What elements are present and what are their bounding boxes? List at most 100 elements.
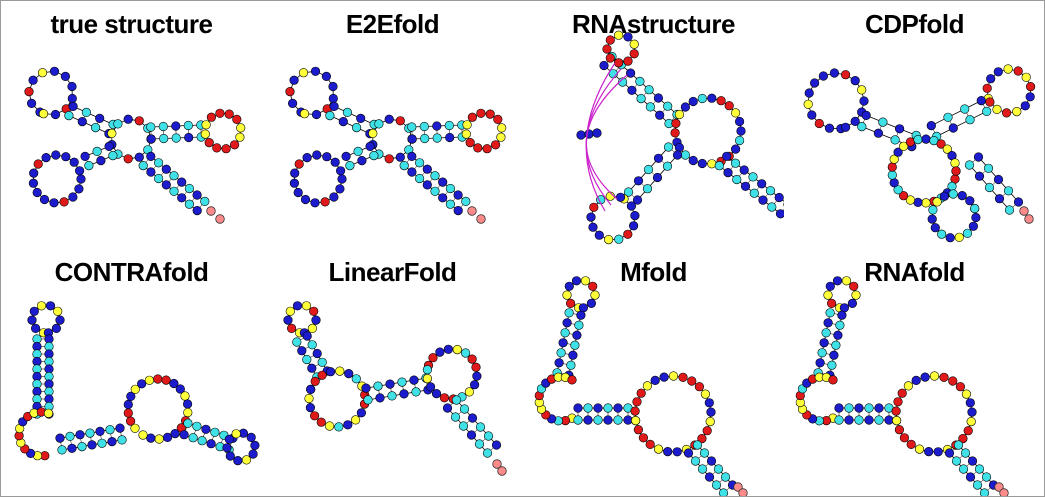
base xyxy=(297,346,307,356)
base xyxy=(59,197,69,207)
base xyxy=(428,353,438,363)
base xyxy=(422,180,432,190)
terminal-base xyxy=(467,206,477,216)
base xyxy=(146,433,156,443)
base xyxy=(289,178,300,188)
base xyxy=(204,138,214,148)
base xyxy=(28,178,39,188)
base xyxy=(475,422,486,432)
rna-diagram xyxy=(285,66,507,224)
base xyxy=(201,424,211,434)
base xyxy=(957,191,967,201)
base xyxy=(735,116,745,127)
base xyxy=(474,439,485,449)
base xyxy=(67,81,77,92)
base xyxy=(564,308,574,318)
base xyxy=(464,387,474,397)
base xyxy=(233,456,243,466)
base xyxy=(818,71,829,81)
base xyxy=(369,151,379,161)
base xyxy=(911,375,921,385)
base xyxy=(924,447,934,457)
base xyxy=(309,411,320,421)
base xyxy=(599,60,609,71)
base xyxy=(292,337,302,347)
base xyxy=(1003,186,1014,196)
base xyxy=(471,362,481,372)
base xyxy=(613,58,624,68)
base xyxy=(335,366,345,376)
base xyxy=(803,99,813,109)
base xyxy=(144,375,154,385)
base xyxy=(920,372,930,382)
base xyxy=(64,110,74,121)
terminal-base xyxy=(994,482,1004,492)
base xyxy=(467,413,478,423)
base xyxy=(491,140,501,150)
base xyxy=(169,186,179,196)
panel-linearfold: LinearFold xyxy=(262,249,523,496)
base xyxy=(350,415,361,425)
base xyxy=(316,417,326,427)
base xyxy=(491,440,502,450)
base xyxy=(948,123,958,133)
base xyxy=(200,129,210,139)
base xyxy=(154,434,164,444)
base xyxy=(482,144,492,154)
base xyxy=(724,101,734,111)
base xyxy=(224,109,234,119)
base xyxy=(944,448,955,458)
base xyxy=(344,368,354,379)
base xyxy=(97,438,107,448)
base xyxy=(430,186,440,196)
base xyxy=(668,371,679,381)
base xyxy=(466,430,477,440)
base xyxy=(80,151,90,161)
base xyxy=(864,403,874,413)
base xyxy=(241,455,252,465)
base xyxy=(159,133,169,144)
base xyxy=(993,174,1004,185)
backbone xyxy=(931,100,982,126)
panel-mfold: Mfold xyxy=(523,249,784,496)
base xyxy=(361,383,371,393)
base xyxy=(395,152,405,162)
panel-title: E2Efold xyxy=(345,9,440,39)
base xyxy=(914,444,925,454)
base xyxy=(921,134,931,144)
base xyxy=(635,76,645,86)
terminal-base xyxy=(738,488,748,496)
base xyxy=(236,123,246,133)
base xyxy=(439,393,449,403)
terminal-base xyxy=(1024,214,1034,224)
base xyxy=(171,133,181,143)
base xyxy=(222,443,232,453)
base xyxy=(287,98,298,108)
base xyxy=(29,168,39,178)
base xyxy=(27,315,37,325)
base xyxy=(603,415,613,425)
base xyxy=(328,93,338,104)
base xyxy=(898,191,909,201)
base xyxy=(206,439,216,449)
pseudoknot-arc xyxy=(585,74,628,200)
base xyxy=(614,234,624,244)
base xyxy=(970,203,980,214)
base xyxy=(338,116,348,127)
base xyxy=(590,290,600,300)
base xyxy=(399,161,409,171)
base xyxy=(356,113,366,123)
base xyxy=(556,348,566,358)
base xyxy=(430,171,440,181)
base xyxy=(123,408,133,418)
base xyxy=(104,141,114,151)
base xyxy=(49,66,60,76)
base xyxy=(974,464,985,474)
terminal-base xyxy=(215,214,225,224)
base xyxy=(130,423,140,433)
base xyxy=(951,456,962,466)
base xyxy=(586,298,596,309)
base xyxy=(594,230,604,240)
base xyxy=(903,381,913,391)
base xyxy=(293,187,303,198)
